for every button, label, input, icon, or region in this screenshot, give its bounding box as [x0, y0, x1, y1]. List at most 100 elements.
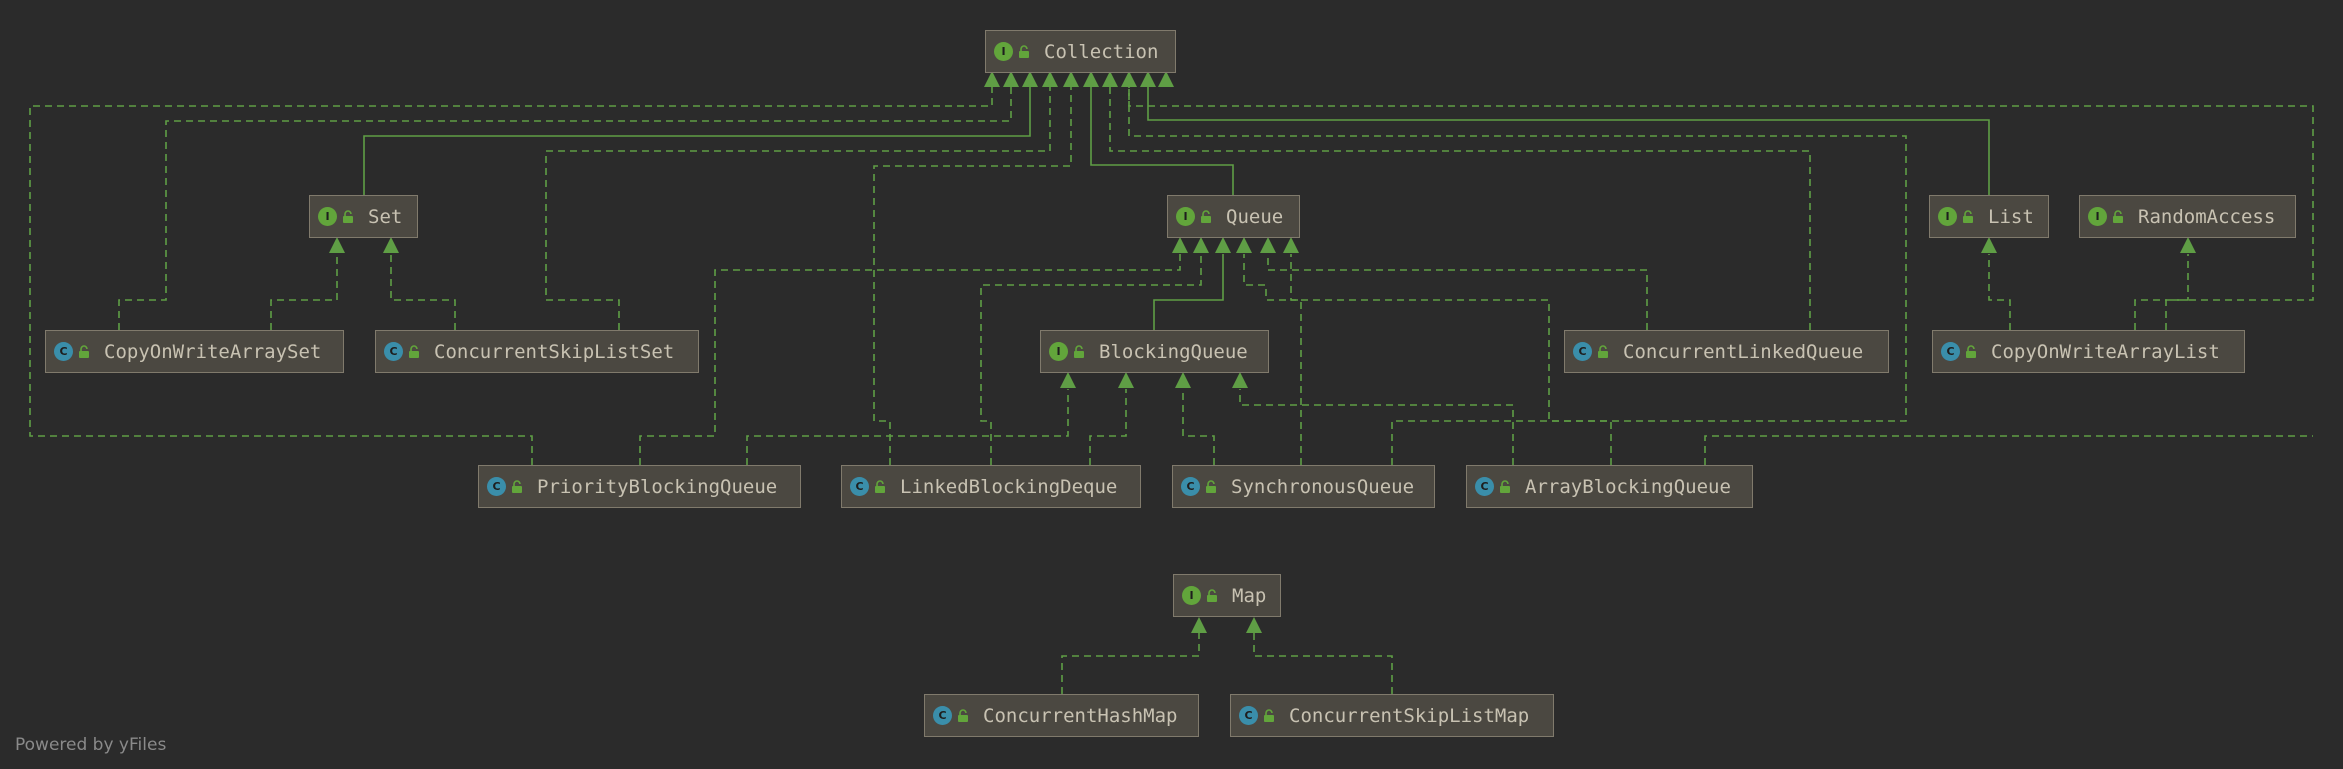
- inheritance-arrowhead: [1140, 71, 1156, 87]
- node-label: ConcurrentLinkedQueue: [1623, 340, 1864, 363]
- node-label: ConcurrentSkipListSet: [434, 340, 675, 363]
- inheritance-arrowhead: [1981, 237, 1997, 253]
- node-list[interactable]: I List: [1929, 195, 2049, 238]
- public-lock-icon: [1500, 479, 1510, 493]
- inheritance-arrowhead: [1083, 71, 1099, 87]
- extends-edge: [1153, 254, 1224, 330]
- public-lock-icon: [1206, 479, 1216, 493]
- inheritance-arrowhead: [1175, 372, 1191, 388]
- implements-edge: [118, 87, 1012, 330]
- inheritance-arrowhead: [1283, 237, 1299, 253]
- node-label: Queue: [1226, 205, 1284, 228]
- inheritance-arrowhead: [1102, 71, 1118, 87]
- extends-edge: [363, 87, 1031, 195]
- node-label: CopyOnWriteArrayList: [1991, 340, 2220, 363]
- node-collection[interactable]: I Collection: [985, 30, 1176, 73]
- interface-badge-icon: I: [318, 207, 337, 226]
- node-label: List: [1988, 205, 2034, 228]
- node-label: Set: [368, 205, 403, 228]
- class-badge-icon: C: [54, 342, 73, 361]
- node-pbq[interactable]: C PriorityBlockingQueue: [478, 465, 801, 508]
- node-label: Collection: [1044, 40, 1159, 63]
- node-clq[interactable]: C ConcurrentLinkedQueue: [1564, 330, 1889, 373]
- inheritance-arrowhead: [1215, 237, 1231, 253]
- node-label: SynchronousQueue: [1231, 475, 1415, 498]
- interface-badge-icon: I: [2088, 207, 2107, 226]
- implements-edge: [639, 254, 1181, 465]
- interface-badge-icon: I: [994, 42, 1013, 61]
- node-cow-list[interactable]: C CopyOnWriteArrayList: [1932, 330, 2245, 373]
- inheritance-arrowhead: [329, 237, 345, 253]
- public-lock-icon: [1264, 708, 1274, 722]
- inheritance-arrowhead: [1260, 237, 1276, 253]
- node-chm[interactable]: C ConcurrentHashMap: [924, 694, 1199, 737]
- node-set[interactable]: I Set: [309, 195, 418, 238]
- public-lock-icon: [409, 344, 419, 358]
- implements-edge: [390, 254, 456, 330]
- inheritance-arrowhead: [1232, 372, 1248, 388]
- implements-edge: [1253, 633, 1393, 694]
- node-label: PriorityBlockingQueue: [537, 475, 778, 498]
- class-badge-icon: C: [1941, 342, 1960, 361]
- class-badge-icon: C: [1239, 706, 1258, 725]
- public-lock-icon: [1074, 344, 1084, 358]
- interface-badge-icon: I: [1049, 342, 1068, 361]
- public-lock-icon: [1966, 344, 1976, 358]
- node-label: ConcurrentSkipListMap: [1289, 704, 1530, 727]
- node-queue[interactable]: I Queue: [1167, 195, 1300, 238]
- footer-credit: Powered by yFiles: [15, 735, 167, 755]
- class-badge-icon: C: [1573, 342, 1592, 361]
- inheritance-arrowhead: [2180, 237, 2196, 253]
- inheritance-arrowhead: [1193, 237, 1209, 253]
- inheritance-arrowhead: [1121, 71, 1137, 87]
- implements-edge: [1089, 389, 1127, 465]
- node-label: RandomAccess: [2138, 205, 2276, 228]
- implements-edge: [1243, 254, 1302, 465]
- class-badge-icon: C: [850, 477, 869, 496]
- implements-edge: [980, 254, 1202, 465]
- node-random-access[interactable]: I RandomAccess: [2079, 195, 2296, 238]
- interface-badge-icon: I: [1938, 207, 1957, 226]
- inheritance-arrowhead: [984, 71, 1000, 87]
- public-lock-icon: [2113, 209, 2123, 223]
- interface-badge-icon: I: [1176, 207, 1195, 226]
- node-label: ArrayBlockingQueue: [1525, 475, 1731, 498]
- node-cslm[interactable]: C ConcurrentSkipListMap: [1230, 694, 1554, 737]
- implements-edge: [545, 87, 1051, 330]
- extends-edge: [1090, 87, 1234, 195]
- public-lock-icon: [1207, 588, 1217, 602]
- class-badge-icon: C: [933, 706, 952, 725]
- inheritance-arrowhead: [1246, 617, 1262, 633]
- implements-edge: [29, 87, 993, 465]
- public-lock-icon: [512, 479, 522, 493]
- public-lock-icon: [1019, 44, 1029, 58]
- implements-edge: [2165, 254, 2189, 330]
- inheritance-arrowhead: [1003, 71, 1019, 87]
- implements-edge: [1704, 435, 2313, 465]
- inheritance-arrowhead: [1042, 71, 1058, 87]
- implements-edge: [1988, 254, 2011, 330]
- inheritance-arrowhead: [383, 237, 399, 253]
- node-label: ConcurrentHashMap: [983, 704, 1178, 727]
- implements-edge: [1109, 87, 1811, 330]
- inheritance-arrowhead: [1158, 71, 1174, 87]
- public-lock-icon: [958, 708, 968, 722]
- implements-edge: [270, 254, 338, 330]
- public-lock-icon: [1201, 209, 1211, 223]
- node-blocking-queue[interactable]: I BlockingQueue: [1040, 330, 1269, 373]
- public-lock-icon: [1598, 344, 1608, 358]
- inheritance-arrowhead: [1022, 71, 1038, 87]
- implements-edge: [1128, 87, 2314, 330]
- class-badge-icon: C: [487, 477, 506, 496]
- node-label: BlockingQueue: [1099, 340, 1248, 363]
- inheritance-arrowhead: [1191, 617, 1207, 633]
- implements-edge: [1267, 254, 1648, 330]
- extends-edge: [1147, 87, 1990, 195]
